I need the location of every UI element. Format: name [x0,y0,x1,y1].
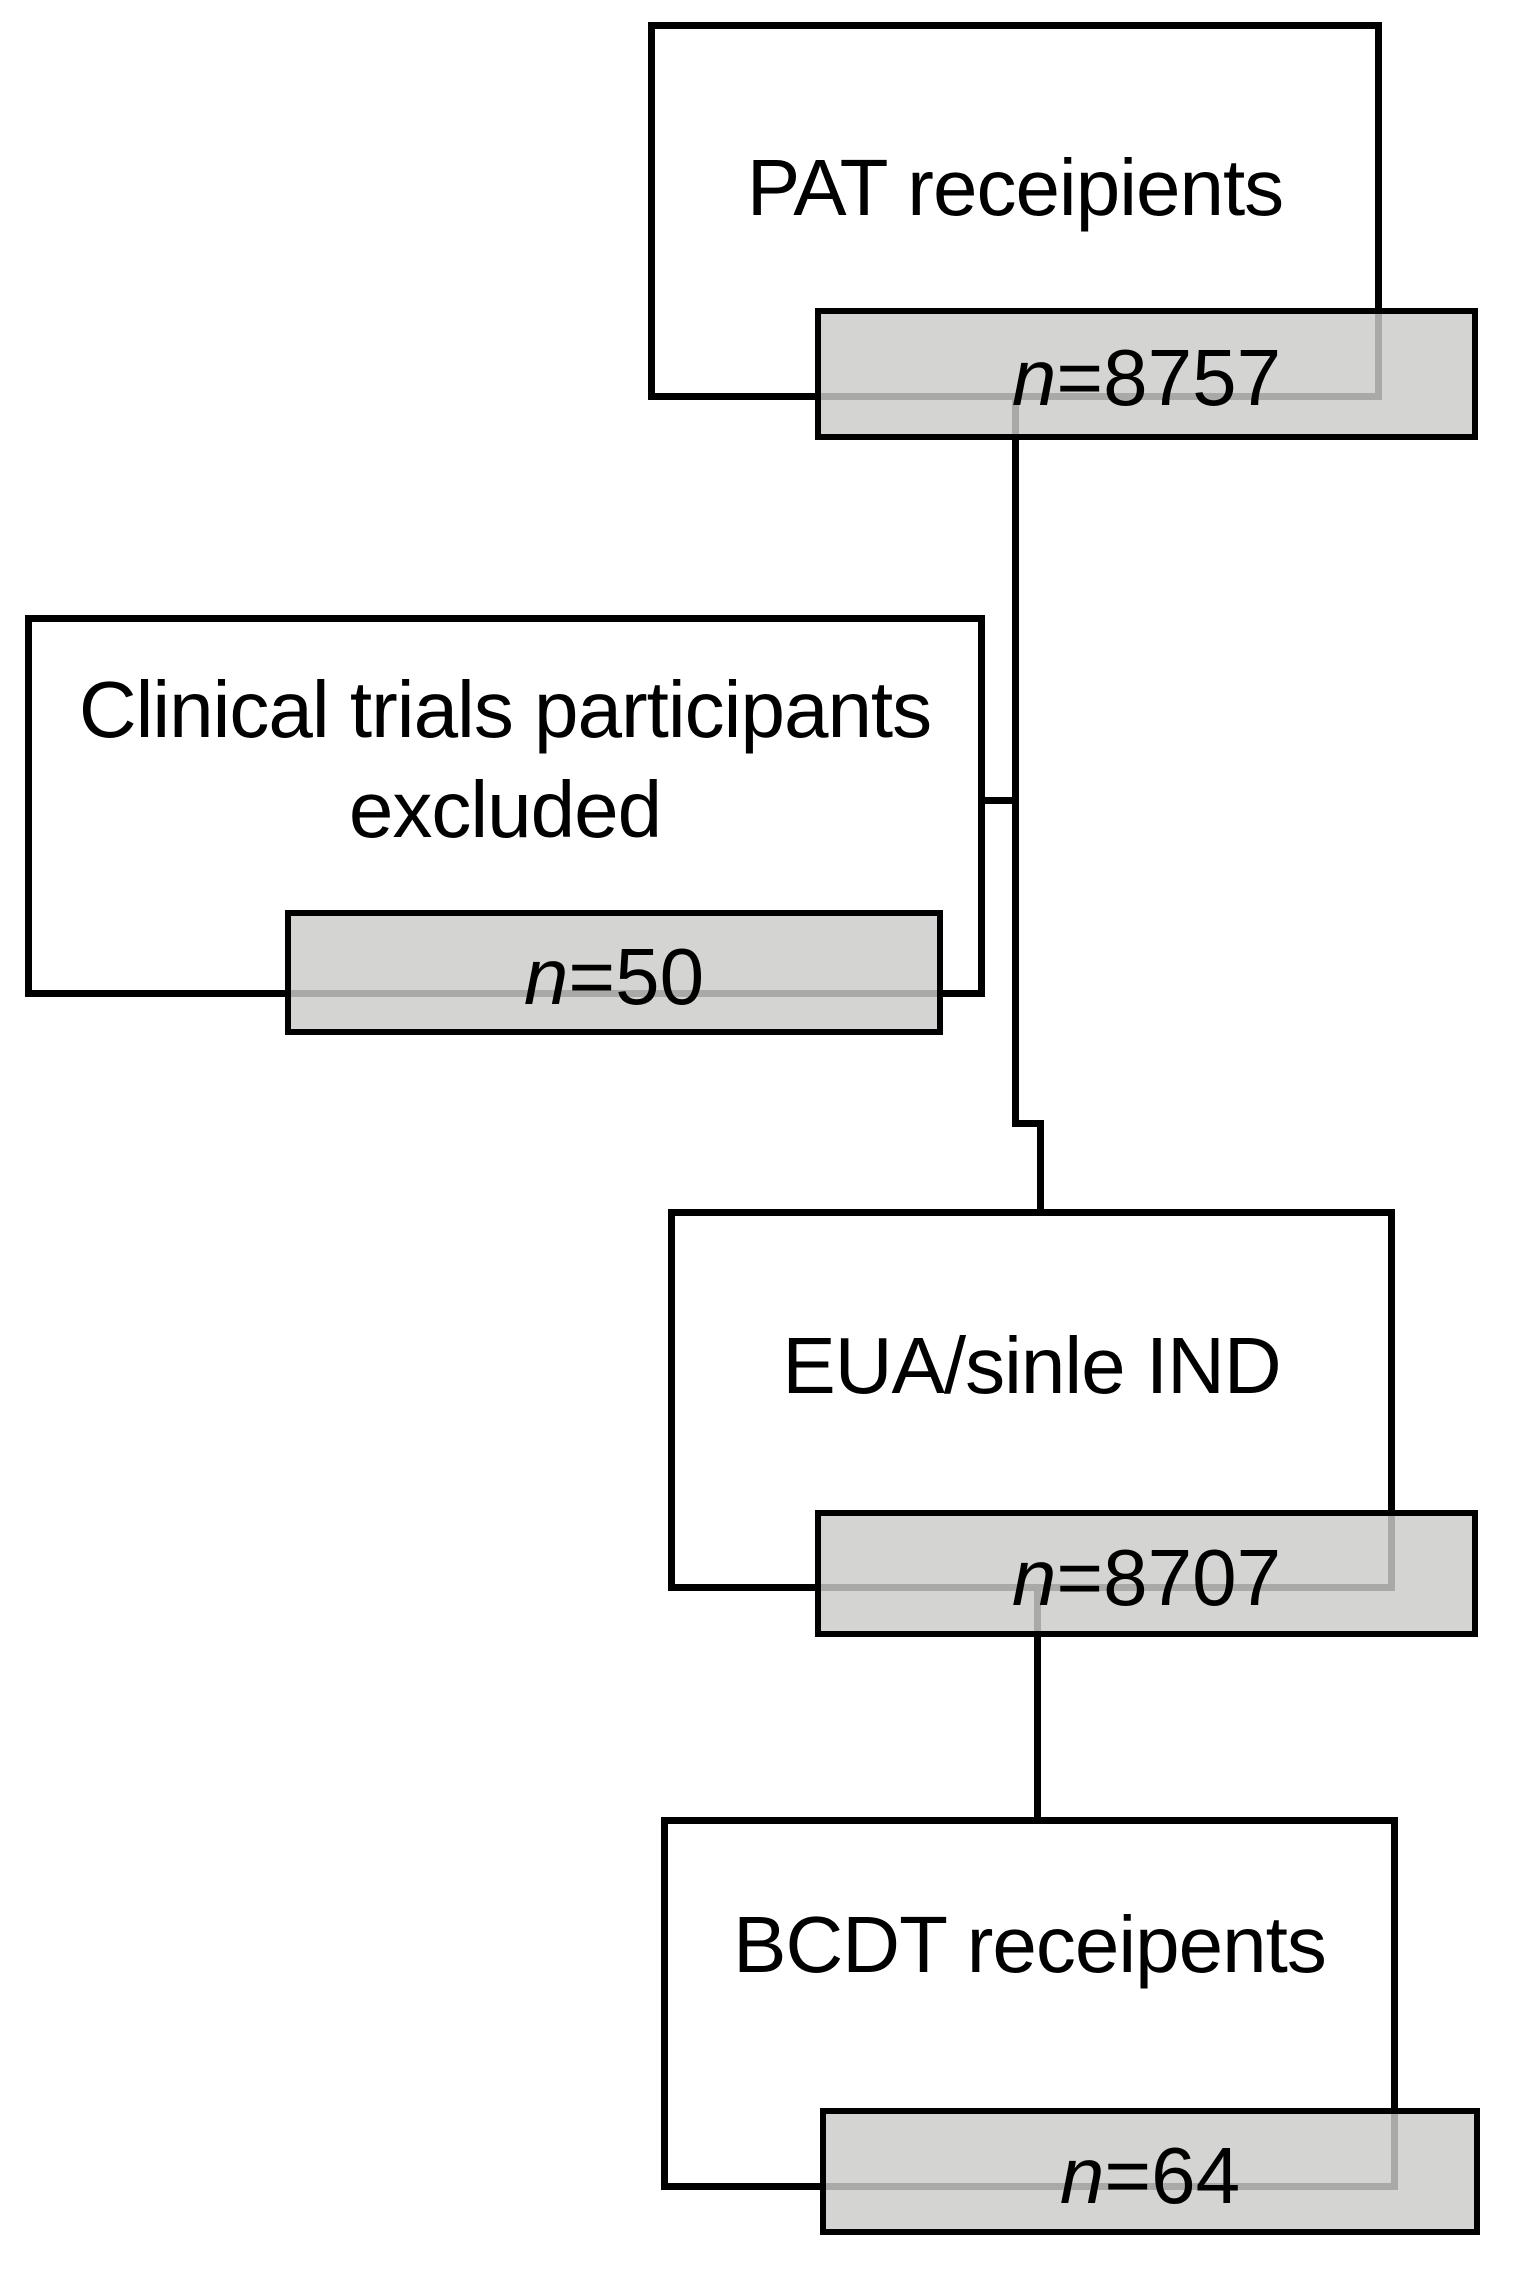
connector-excluded-stub [978,797,1019,804]
flow-node-bcdt-label: BCDT receipents [733,1900,1327,1989]
count-value-eua: =8707 [1056,1532,1282,1622]
count-value-bcdt: =64 [1104,2130,1241,2220]
count-badge-pat: n=8757 [815,308,1478,440]
connector-pat-to-eua-vertical-2 [1037,1120,1044,1215]
count-symbol-pat: n [1011,333,1057,422]
count-badge-bcdt: n=64 [820,2108,1480,2235]
count-symbol-bcdt: n [1059,2130,1105,2220]
count-value-excluded: =50 [568,931,705,1021]
flow-node-excluded-label: Clinical trials participants excluded [78,665,932,854]
count-badge-eua: n=8707 [815,1510,1478,1637]
connector-pat-to-eua-jog [1012,1120,1044,1127]
count-symbol-eua: n [1011,1532,1057,1622]
flow-node-pat-label: PAT receipients [746,143,1284,232]
connector-eua-to-bcdt-vertical [1034,1591,1041,1822]
connector-pat-to-eua-vertical-1 [1012,395,1019,1127]
flow-node-eua-label: EUA/sinle IND [782,1321,1281,1410]
count-badge-excluded: n=50 [285,910,943,1035]
count-value-pat: =8757 [1056,333,1282,422]
count-symbol-excluded: n [523,931,569,1021]
